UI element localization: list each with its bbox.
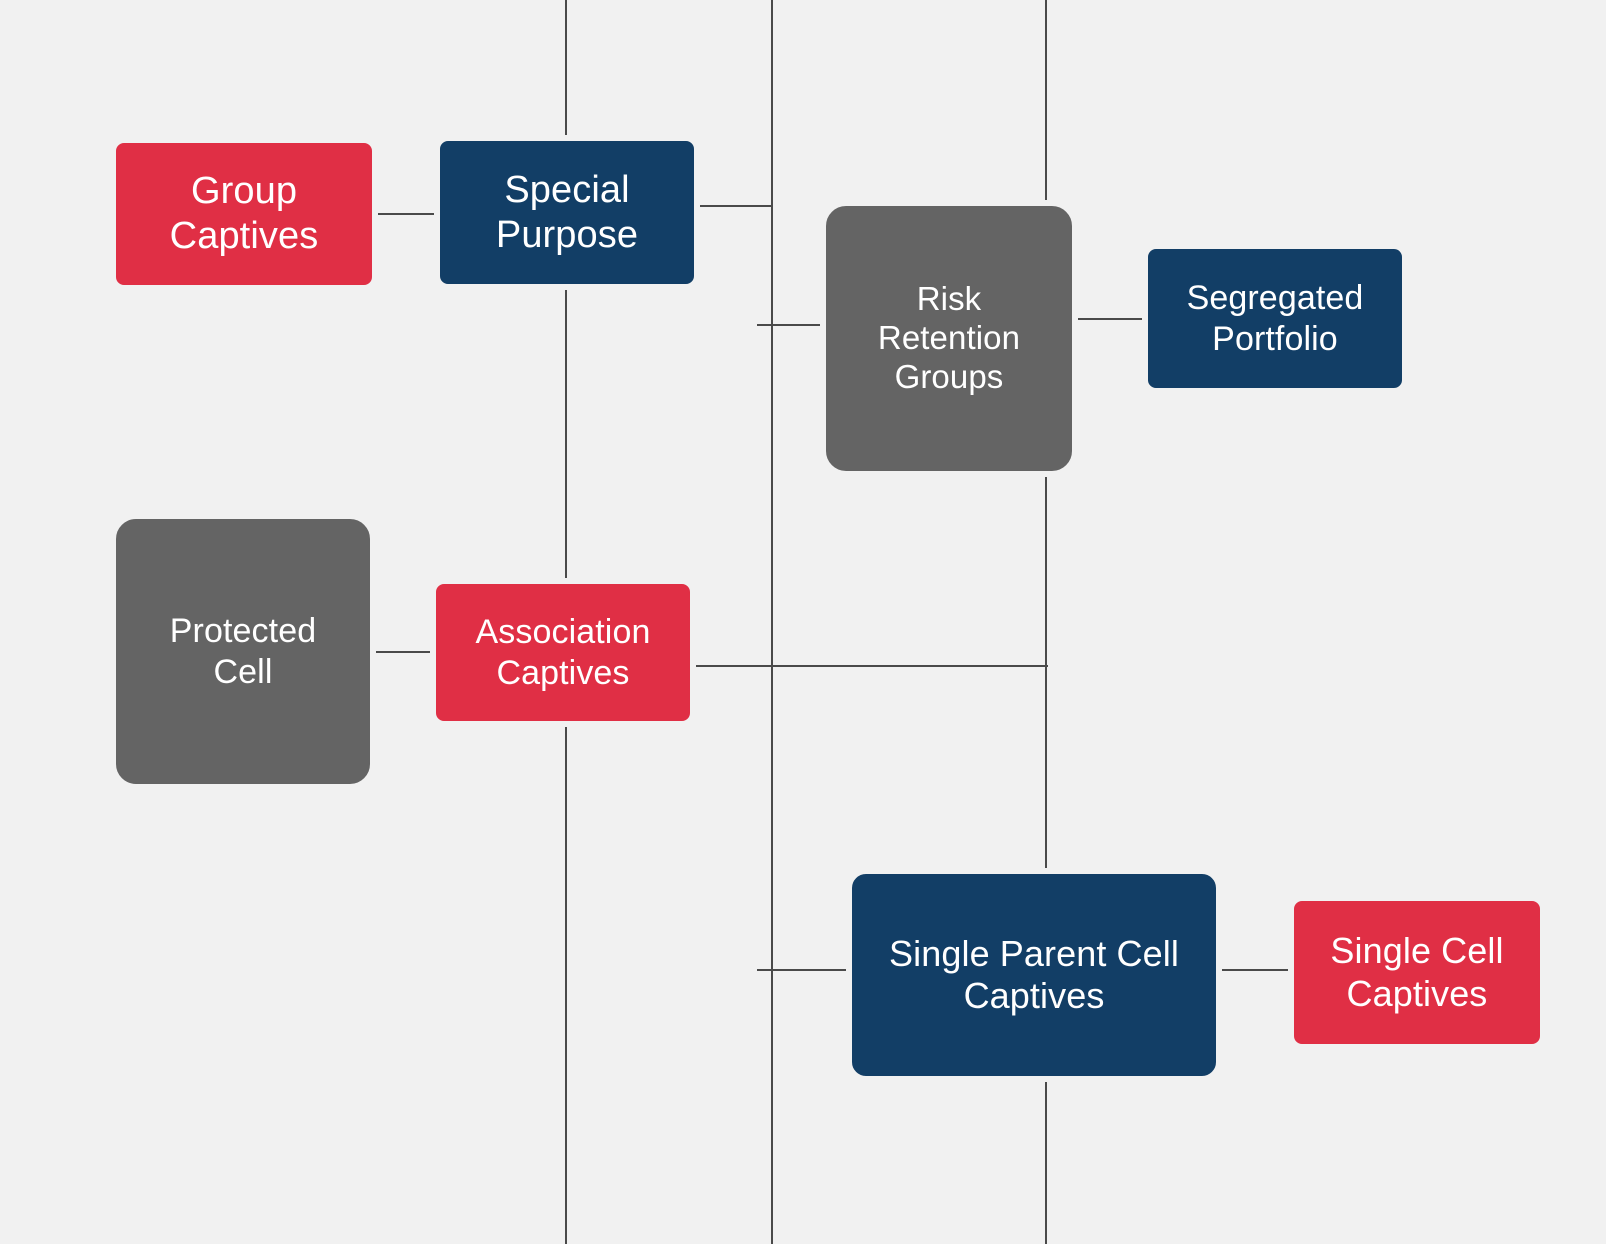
node-special-purpose[interactable]: Special Purpose bbox=[434, 135, 700, 290]
node-association-captives[interactable]: Association Captives bbox=[430, 578, 696, 727]
node-label-single-parent-cell-captives: Single Parent Cell Captives bbox=[889, 932, 1179, 1016]
node-label-segregated-portfolio: Segregated Portfolio bbox=[1186, 279, 1364, 358]
node-single-parent-cell-captives[interactable]: Single Parent Cell Captives bbox=[846, 868, 1222, 1082]
node-segregated-portfolio[interactable]: Segregated Portfolio bbox=[1142, 243, 1408, 394]
connector-association-to-right-spine bbox=[696, 665, 1048, 667]
connector-spine-right bbox=[1045, 0, 1047, 1244]
node-label-risk-retention-groups: Risk Retention Groups bbox=[877, 280, 1021, 395]
connector-middle-spine-to-spcc bbox=[757, 969, 849, 971]
connector-spcc-to-single-cell bbox=[1222, 969, 1290, 971]
node-label-special-purpose: Special Purpose bbox=[495, 168, 639, 256]
node-label-protected-cell: Protected Cell bbox=[169, 612, 317, 691]
connector-middle-spine-to-rrg bbox=[757, 324, 823, 326]
node-label-group-captives: Group Captives bbox=[169, 170, 319, 257]
connector-group-to-special bbox=[378, 213, 436, 215]
node-label-single-cell-captives: Single Cell Captives bbox=[1330, 930, 1504, 1014]
connector-special-to-middle-spine bbox=[700, 205, 772, 207]
node-risk-retention-groups[interactable]: Risk Retention Groups bbox=[820, 200, 1078, 477]
connector-protected-to-association bbox=[376, 651, 432, 653]
node-single-cell-captives[interactable]: Single Cell Captives bbox=[1288, 895, 1546, 1050]
connector-rrg-to-segregated bbox=[1078, 318, 1144, 320]
node-label-association-captives: Association Captives bbox=[475, 613, 651, 692]
connector-spine-middle bbox=[771, 0, 773, 1244]
node-protected-cell[interactable]: Protected Cell bbox=[110, 513, 376, 790]
node-group-captives[interactable]: Group Captives bbox=[110, 137, 378, 291]
